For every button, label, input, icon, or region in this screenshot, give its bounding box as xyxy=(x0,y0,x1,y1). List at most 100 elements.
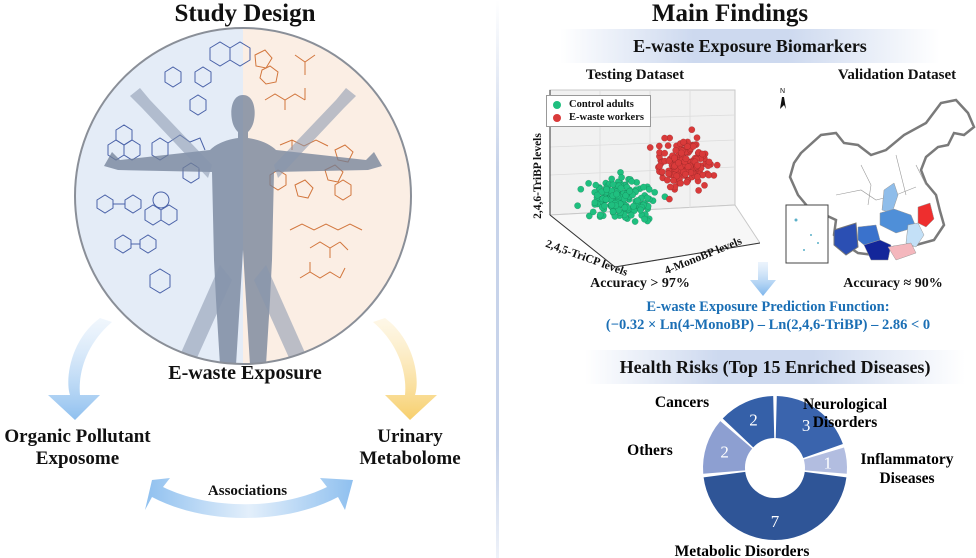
north-arrow-icon xyxy=(780,97,786,109)
control-point xyxy=(627,211,635,219)
control-point xyxy=(608,175,616,183)
control-point xyxy=(634,197,641,204)
legend-dot-red-icon xyxy=(553,113,561,122)
worker-point xyxy=(693,134,701,142)
validation-accuracy: Accuracy ≈ 90% xyxy=(843,276,943,291)
province-guangxi xyxy=(863,239,892,261)
main-findings-title: Main Findings xyxy=(651,0,809,27)
control-point xyxy=(603,186,611,193)
control-point xyxy=(626,187,634,195)
worker-point xyxy=(655,142,663,150)
control-point xyxy=(621,204,629,212)
control-point xyxy=(637,206,644,214)
control-point xyxy=(643,194,651,202)
legend-label-control: Control adults xyxy=(569,99,634,110)
donut-value-metabolic-disorders: 7 xyxy=(771,512,780,531)
x-axis-line xyxy=(549,214,616,268)
worker-point xyxy=(661,149,669,157)
legend-label-workers: E-waste workers xyxy=(569,112,644,123)
metabolome-label-line2: Metabolome xyxy=(359,448,461,469)
metabolome-label-line1: Urinary xyxy=(377,426,443,447)
e-waste-exposure-label: E-waste Exposure xyxy=(168,362,322,384)
worker-point xyxy=(665,170,672,178)
province-yunnan xyxy=(833,222,859,256)
province-guangdong xyxy=(887,242,917,261)
worker-point xyxy=(682,170,689,178)
donut-value-inflammatory-diseases: 1 xyxy=(823,453,832,472)
prediction-formula: (−0.32 × Ln(4-MonoBP) – Ln(2,4,6-TriBP) … xyxy=(605,317,931,333)
legend-item-workers: E-waste workers xyxy=(553,111,644,124)
worker-point xyxy=(656,162,664,170)
donut-slice-inflammatory-diseases xyxy=(803,447,847,474)
control-point xyxy=(602,196,610,203)
donut-slice-metabolic-disorders xyxy=(703,471,847,540)
slice-label-metabolic: Metabolic Disorders xyxy=(675,543,810,558)
worker-point xyxy=(695,187,703,194)
control-point xyxy=(591,199,599,206)
donut-slice-neurological-disorders xyxy=(775,396,843,459)
control-point xyxy=(622,192,630,200)
worker-point xyxy=(683,143,691,150)
prediction-title: E-waste Exposure Prediction Function: xyxy=(646,299,890,315)
worker-point xyxy=(684,163,692,171)
control-point xyxy=(640,183,647,191)
control-point xyxy=(609,208,617,216)
prediction-function: E-waste Exposure Prediction Function: (−… xyxy=(560,298,976,334)
slice-label-inflammatory-1: Inflammatory xyxy=(861,451,954,468)
control-point xyxy=(651,188,659,196)
human-silhouette-icon xyxy=(104,88,382,364)
slice-label-others: Others xyxy=(627,442,673,459)
control-point xyxy=(641,215,648,223)
control-point xyxy=(645,186,653,193)
donut-value-neurological-disorders: 3 xyxy=(802,416,811,435)
control-point xyxy=(585,212,593,220)
control-point xyxy=(592,181,600,189)
scatter-legend: Control adults E-waste workers xyxy=(546,95,651,127)
worker-point xyxy=(688,126,696,134)
control-point xyxy=(617,184,625,192)
biomarkers-banner: E-waste Exposure Biomarkers xyxy=(560,29,940,63)
testing-dataset-title: Testing Dataset xyxy=(585,67,685,83)
control-point xyxy=(631,218,639,225)
donut-value-others: 2 xyxy=(720,443,729,462)
worker-point xyxy=(661,134,669,142)
health-risks-banner: Health Risks (Top 15 Enriched Diseases) xyxy=(585,350,965,384)
control-point xyxy=(630,202,637,210)
associations-label: Associations xyxy=(207,483,288,499)
study-design-diagram xyxy=(48,27,437,518)
donut-slice-cancers xyxy=(722,396,775,448)
slice-label-inflammatory-2: Diseases xyxy=(879,470,934,487)
slice-label-cancers: Cancers xyxy=(655,394,709,411)
validation-dataset-title: Validation Dataset xyxy=(837,67,957,83)
worker-point xyxy=(664,142,672,149)
legend-dot-green-icon xyxy=(553,100,561,109)
province-jiangxi xyxy=(905,222,925,248)
exposome-label-line1: Organic Pollutant xyxy=(4,426,151,447)
worker-point xyxy=(646,144,654,151)
worker-point xyxy=(698,150,706,158)
worker-point xyxy=(677,179,685,187)
slice-label-neurological-2: Disorders xyxy=(813,414,878,431)
worker-point xyxy=(663,176,671,184)
worker-point xyxy=(677,149,685,157)
donut-slice-others xyxy=(703,421,753,474)
worker-point xyxy=(682,155,690,163)
worker-point xyxy=(689,143,697,150)
worker-point xyxy=(665,195,673,203)
control-point xyxy=(585,179,592,187)
control-point xyxy=(596,211,604,219)
worker-point xyxy=(666,183,674,191)
inset-islands xyxy=(794,218,819,251)
worker-point xyxy=(683,178,691,186)
down-arrow-icon xyxy=(750,262,776,296)
associations-double-arrow-icon xyxy=(145,478,353,518)
panel-divider xyxy=(496,0,499,558)
control-point xyxy=(618,174,626,181)
worker-point xyxy=(694,161,701,169)
testing-scatter-plot xyxy=(548,89,760,268)
study-design-title: Study Design xyxy=(174,0,316,27)
north-label: N xyxy=(780,88,786,95)
province-borders xyxy=(835,154,927,206)
circle-outline xyxy=(74,27,412,365)
